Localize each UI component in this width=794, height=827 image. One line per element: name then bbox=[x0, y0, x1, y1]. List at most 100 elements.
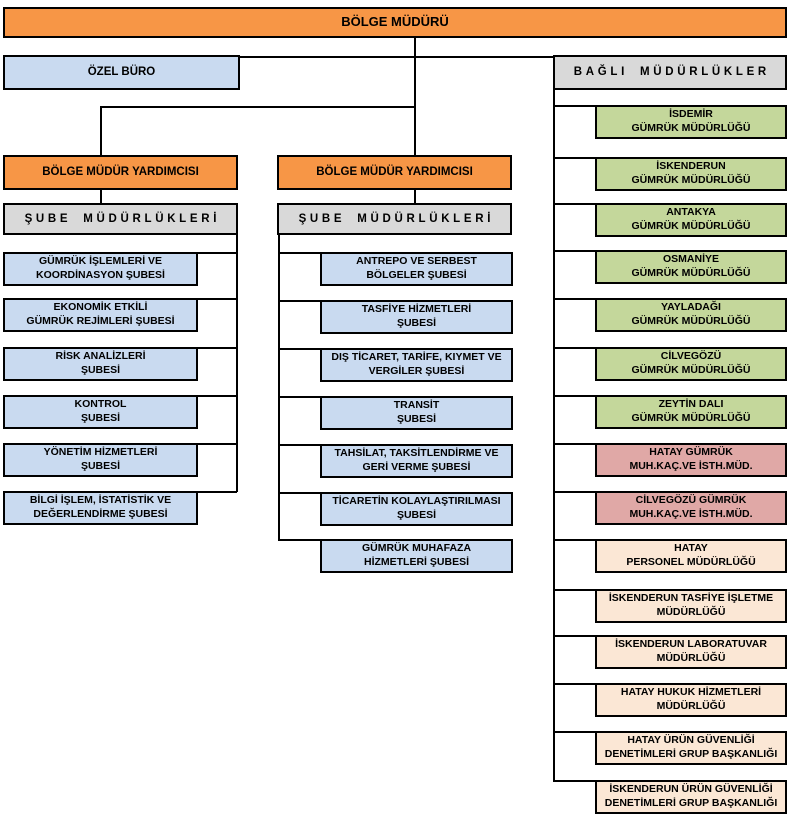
box-line1: TASFİYE HİZMETLERİ bbox=[361, 303, 472, 316]
box-line1: TİCARETİN KOLAYLAŞTIRILMASI bbox=[332, 495, 501, 508]
org-box-iskenderun-gumruk-mudurlugu: İSKENDERUN GÜMRÜK MÜDÜRLÜĞÜ bbox=[595, 157, 787, 191]
org-box-hatay-personel-mudurlugu: HATAY PERSONEL MÜDÜRLÜĞÜ bbox=[595, 539, 787, 573]
box-line1: RİSK ANALİZLERİ bbox=[55, 350, 146, 363]
org-box-sube-mudurlukleri-right: ŞUBE MÜDÜRLÜKLERİ bbox=[277, 203, 512, 235]
connector-right-stub-9 bbox=[553, 491, 595, 493]
box-line2: GÜMRÜK MÜDÜRLÜĞÜ bbox=[631, 267, 751, 279]
box-line2: GÜMRÜK MÜDÜRLÜĞÜ bbox=[631, 122, 751, 134]
box-line1: HATAY bbox=[674, 542, 708, 555]
org-box-iskenderun-tasfiye-isletme: İSKENDERUN TASFİYE İŞLETME MÜDÜRLÜĞÜ bbox=[595, 589, 787, 623]
box-line1: DIŞ TİCARET, TARİFE, KIYMET VE bbox=[331, 351, 502, 364]
box-line1: CİLVEGÖZÜ GÜMRÜK bbox=[635, 494, 747, 507]
connector-left-trunk bbox=[236, 235, 238, 492]
org-box-gumruk-muhafaza-hizmetleri: GÜMRÜK MUHAFAZA HİZMETLERİ ŞUBESİ bbox=[320, 539, 513, 573]
connector-left-deputy-to-sube bbox=[100, 190, 102, 203]
org-box-cilvegozu-gumruk-mudurlugu: CİLVEGÖZÜ GÜMRÜK MÜDÜRLÜĞÜ bbox=[595, 347, 787, 381]
org-box-risk-analizleri: RİSK ANALİZLERİ ŞUBESİ bbox=[3, 347, 198, 381]
org-box-tasfiye-hizmetleri: TASFİYE HİZMETLERİ ŞUBESİ bbox=[320, 300, 513, 334]
org-box-kontrol: KONTROL ŞUBESİ bbox=[3, 395, 198, 429]
org-box-osmaniye-gumruk-mudurlugu: OSMANİYE GÜMRÜK MÜDÜRLÜĞÜ bbox=[595, 250, 787, 284]
connector-right-stub-7 bbox=[553, 395, 595, 397]
org-box-ticaretin-kolaylastirilmasi: TİCARETİN KOLAYLAŞTIRILMASI ŞUBESİ bbox=[320, 492, 513, 526]
org-box-deputy-right: BÖLGE MÜDÜR YARDIMCISI bbox=[277, 155, 512, 190]
connector-row2-horizontal bbox=[240, 56, 553, 58]
box-line1: GÜMRÜK İŞLEMLERİ VE bbox=[38, 255, 163, 268]
box-label: BÖLGE MÜDÜR YARDIMCISI bbox=[42, 166, 199, 179]
org-box-hatay-gumruk-muhafaza: HATAY GÜMRÜK MUH.KAÇ.VE İSTH.MÜD. bbox=[595, 443, 787, 477]
org-box-bilgi-islem-istatistik: BİLGİ İŞLEM, İSTATİSTİK VE DEĞERLENDİRME… bbox=[3, 491, 198, 525]
box-line2: ŞUBESİ bbox=[80, 364, 121, 376]
box-line2: GERİ VERME ŞUBESİ bbox=[362, 461, 471, 473]
box-line1: TRANSİT bbox=[393, 399, 440, 412]
box-line1: YAYLADAĞI bbox=[661, 301, 721, 314]
org-box-antakya-gumruk-mudurlugu: ANTAKYA GÜMRÜK MÜDÜRLÜĞÜ bbox=[595, 203, 787, 237]
connector-middle-stub-1 bbox=[278, 252, 320, 254]
org-box-dis-ticaret-tarife: DIŞ TİCARET, TARİFE, KIYMET VE VERGİLER … bbox=[320, 348, 513, 382]
box-line2: GÜMRÜK MÜDÜRLÜĞÜ bbox=[631, 315, 751, 327]
connector-right-stub-8 bbox=[553, 443, 595, 445]
org-box-transit: TRANSİT ŞUBESİ bbox=[320, 396, 513, 430]
org-box-hatay-urun-guvenligi: HATAY ÜRÜN GÜVENLİĞİ DENETİMLERİ GRUP BA… bbox=[595, 731, 787, 765]
org-box-ozel-buro: ÖZEL BÜRO bbox=[3, 55, 240, 90]
connector-right-stub-12 bbox=[553, 635, 595, 637]
box-line1: ZEYTİN DALI bbox=[658, 398, 724, 411]
box-line1: HATAY HUKUK HİZMETLERİ bbox=[620, 686, 762, 699]
box-label: ŞUBE MÜDÜRLÜKLERİ bbox=[298, 212, 495, 225]
connector-right-stub-11 bbox=[553, 589, 595, 591]
box-line1: CİLVEGÖZÜ bbox=[660, 350, 722, 363]
box-line1: KONTROL bbox=[74, 398, 127, 411]
box-label: ŞUBE MÜDÜRLÜKLERİ bbox=[24, 212, 221, 225]
box-line1: YÖNETİM HİZMETLERİ bbox=[43, 446, 158, 459]
connector-left-stub-2 bbox=[198, 298, 237, 300]
box-line1: GÜMRÜK MUHAFAZA bbox=[361, 542, 472, 555]
box-line1: ANTREPO VE SERBEST bbox=[356, 255, 477, 268]
box-line2: DENETİMLERİ GRUP BAŞKANLIĞI bbox=[604, 797, 778, 809]
box-line2: MÜDÜRLÜĞÜ bbox=[656, 700, 726, 712]
org-box-bagli-mudurlukler: BAĞLI MÜDÜRLÜKLER bbox=[553, 55, 787, 90]
box-line2: VERGİLER ŞUBESİ bbox=[368, 365, 465, 377]
connector-right-stub-13 bbox=[553, 683, 595, 685]
box-line2: GÜMRÜK MÜDÜRLÜĞÜ bbox=[631, 220, 751, 232]
box-line2: DEĞERLENDİRME ŞUBESİ bbox=[33, 508, 168, 520]
box-line2: KOORDİNASYON ŞUBESİ bbox=[36, 269, 165, 281]
box-line2: HİZMETLERİ ŞUBESİ bbox=[363, 556, 469, 568]
org-box-isdemir-gumruk-mudurlugu: İSDEMİR GÜMRÜK MÜDÜRLÜĞÜ bbox=[595, 105, 787, 139]
box-line2: DENETİMLERİ GRUP BAŞKANLIĞI bbox=[604, 748, 778, 760]
org-box-gumruk-islemleri-koordinasyon: GÜMRÜK İŞLEMLERİ VE KOORDİNASYON ŞUBESİ bbox=[3, 252, 198, 286]
connector-right-stub-5 bbox=[553, 298, 595, 300]
org-box-bolge-muduru: BÖLGE MÜDÜRÜ bbox=[3, 7, 787, 38]
connector-middle-stub-3 bbox=[278, 348, 320, 350]
box-label: ÖZEL BÜRO bbox=[87, 66, 156, 79]
org-box-hatay-hukuk-hizmetleri: HATAY HUKUK HİZMETLERİ MÜDÜRLÜĞÜ bbox=[595, 683, 787, 717]
org-box-deputy-left: BÖLGE MÜDÜR YARDIMCISI bbox=[3, 155, 238, 190]
connector-middle-stub-4 bbox=[278, 396, 320, 398]
box-line1: BİLGİ İŞLEM, İSTATİSTİK VE bbox=[29, 494, 172, 507]
box-line1: İSKENDERUN LABORATUVAR bbox=[615, 638, 767, 651]
box-line2: ŞUBESİ bbox=[396, 509, 437, 521]
box-line2: ŞUBESİ bbox=[80, 412, 121, 424]
box-line2: GÜMRÜK MÜDÜRLÜĞÜ bbox=[631, 174, 751, 186]
box-line2: GÜMRÜK REJİMLERİ ŞUBESİ bbox=[26, 315, 175, 327]
box-line1: İSKENDERUN bbox=[656, 160, 726, 173]
org-box-iskenderun-urun-guvenligi: İSKENDERUN ÜRÜN GÜVENLİĞİ DENETİMLERİ GR… bbox=[595, 780, 787, 814]
connector-left-stub-6 bbox=[198, 491, 237, 493]
org-box-iskenderun-laboratuvar: İSKENDERUN LABORATUVAR MÜDÜRLÜĞÜ bbox=[595, 635, 787, 669]
box-line2: MUH.KAÇ.VE İSTH.MÜD. bbox=[629, 460, 753, 472]
box-line2: ŞUBESİ bbox=[396, 413, 437, 425]
connector-left-stub-5 bbox=[198, 443, 237, 445]
box-label: BAĞLI MÜDÜRLÜKLER bbox=[573, 66, 770, 79]
box-line2: MUH.KAÇ.VE İSTH.MÜD. bbox=[629, 508, 753, 520]
connector-right-stub-15 bbox=[553, 780, 595, 782]
box-label: BÖLGE MÜDÜR YARDIMCISI bbox=[316, 166, 473, 179]
box-line2: ŞUBESİ bbox=[396, 317, 437, 329]
box-line2: GÜMRÜK MÜDÜRLÜĞÜ bbox=[631, 364, 751, 376]
box-line2: ŞUBESİ bbox=[80, 460, 121, 472]
connector-right-deputy-to-sube bbox=[414, 190, 416, 203]
connector-middle-stub-2 bbox=[278, 300, 320, 302]
box-label: BÖLGE MÜDÜRÜ bbox=[341, 14, 449, 30]
box-line1: İSDEMİR bbox=[669, 108, 713, 121]
connector-left-stub-4 bbox=[198, 395, 237, 397]
connector-middle-stub-5 bbox=[278, 444, 320, 446]
box-line1: OSMANİYE bbox=[662, 253, 719, 266]
org-box-yonetim-hizmetleri: YÖNETİM HİZMETLERİ ŞUBESİ bbox=[3, 443, 198, 477]
